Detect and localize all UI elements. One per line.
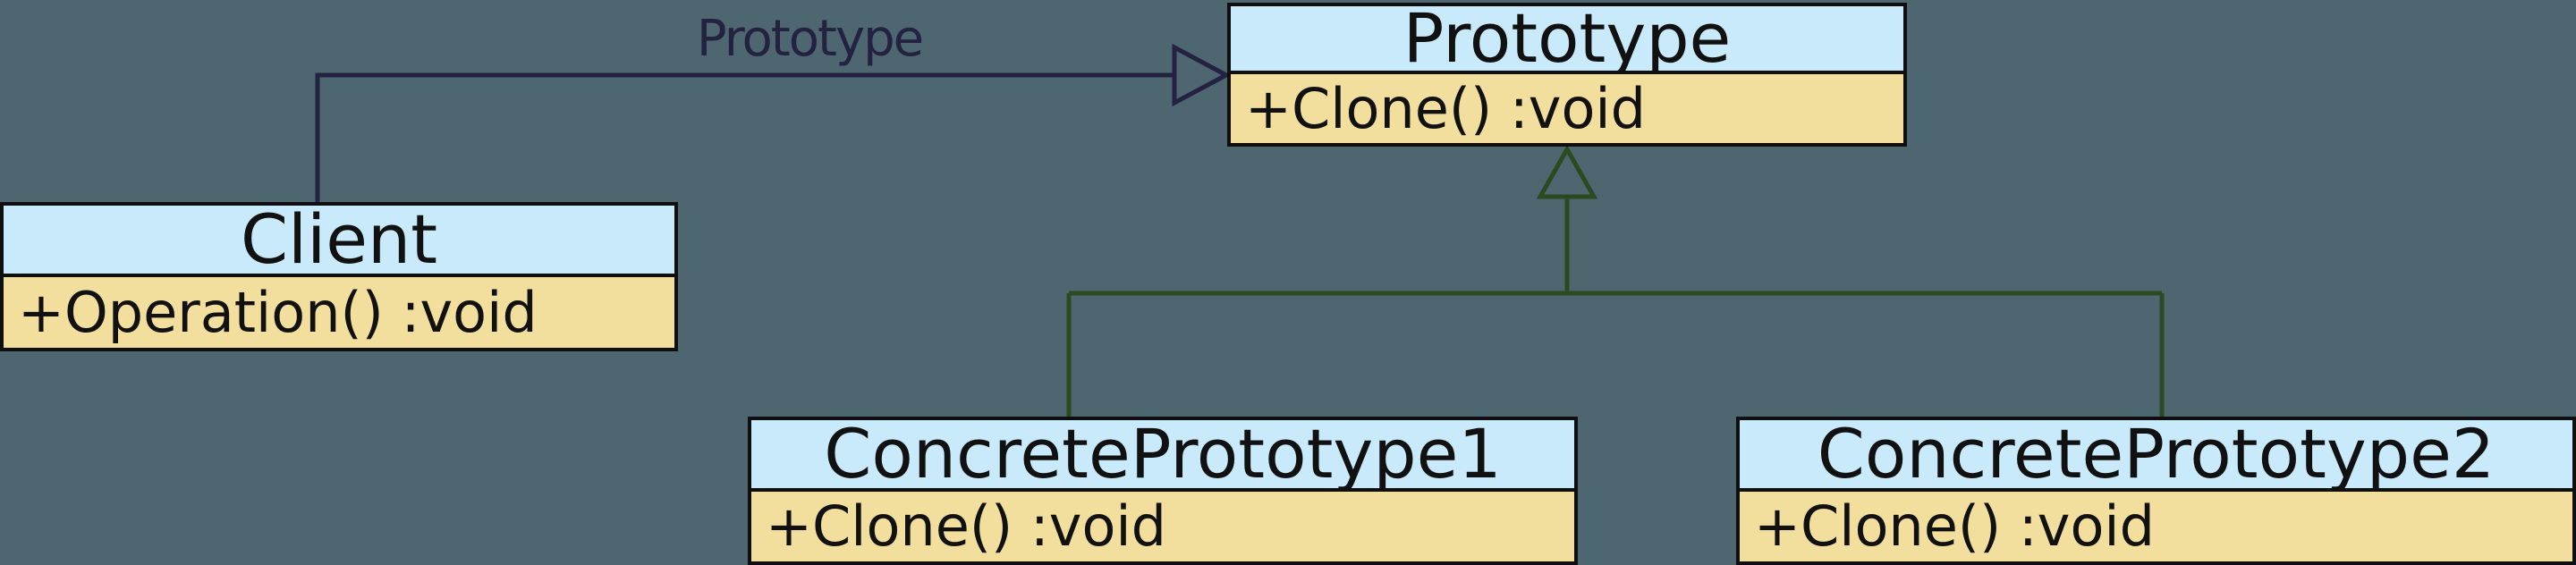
class-box-concreteprototype1: ConcretePrototype1 +Clone() :void (748, 417, 1578, 565)
class-name-client: Client (4, 206, 674, 277)
class-box-client: Client +Operation() :void (0, 202, 678, 351)
class-member-concreteprototype2-clone: +Clone() :void (1740, 492, 2572, 561)
class-box-concreteprototype2: ConcretePrototype2 +Clone() :void (1736, 417, 2576, 565)
class-name-concreteprototype2: ConcretePrototype2 (1740, 420, 2572, 492)
class-member-concreteprototype1-clone: +Clone() :void (751, 492, 1574, 561)
class-name-concreteprototype1: ConcretePrototype1 (751, 420, 1574, 492)
association-line-client-to-prototype (315, 72, 1174, 204)
class-member-prototype-clone: +Clone() :void (1231, 74, 1903, 143)
association-arrowhead (1172, 43, 1232, 107)
class-member-client-operation: +Operation() :void (4, 277, 674, 348)
class-box-prototype: Prototype +Clone() :void (1227, 3, 1907, 147)
class-name-prototype: Prototype (1231, 6, 1903, 74)
association-label: Prototype (696, 10, 924, 68)
generalization-triangle (1536, 144, 1598, 199)
